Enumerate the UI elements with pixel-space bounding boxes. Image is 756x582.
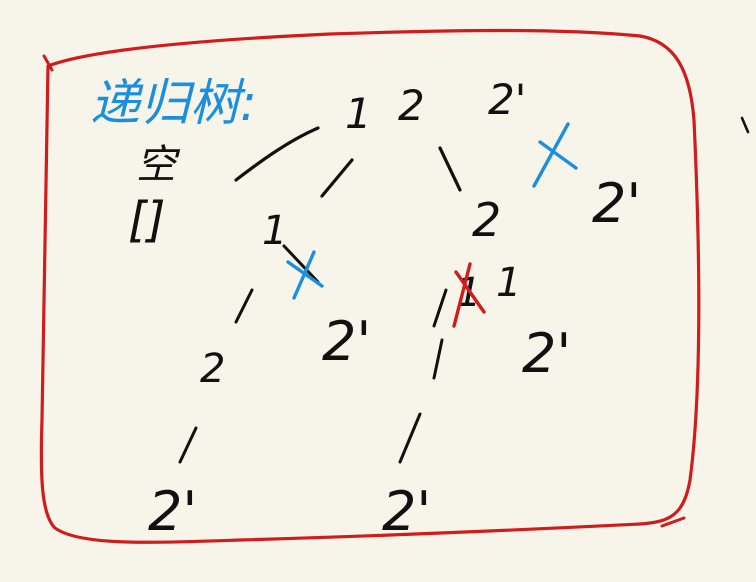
node-left-2: 2 bbox=[200, 346, 225, 392]
node-left-bottom-2prime: 2' bbox=[148, 480, 197, 543]
blue-cross-left bbox=[286, 250, 324, 300]
empty-list: [] bbox=[128, 192, 165, 248]
edge-mark-right bbox=[740, 116, 750, 134]
edge-right-to-1-mid bbox=[432, 338, 444, 380]
edge-right2-to-1 bbox=[432, 288, 448, 328]
node-right-1b: 1 bbox=[496, 260, 521, 306]
root-item-1: 1 bbox=[345, 89, 372, 138]
root-item-2: 2 bbox=[398, 81, 425, 130]
edge-root-to-left-1 bbox=[320, 158, 354, 198]
edge-left1-to-2prime bbox=[282, 244, 320, 284]
edge-left1-to-2 bbox=[234, 288, 254, 324]
frame-corner-tick-bottom-right bbox=[660, 516, 686, 528]
node-left-2prime: 2' bbox=[322, 310, 371, 373]
frame-corner-tick-top-left bbox=[42, 54, 54, 72]
title-text: 递归树: bbox=[90, 74, 257, 132]
blue-cross-top bbox=[532, 122, 578, 188]
node-right-bottom-2prime: 2' bbox=[382, 480, 431, 543]
edge-right-1-to-2prime bbox=[398, 412, 422, 464]
frame-border bbox=[39, 28, 701, 544]
edge-root-to-empty bbox=[234, 126, 320, 182]
node-right-2: 2 bbox=[472, 193, 501, 247]
empty-label: 空 bbox=[136, 142, 181, 188]
node-right-2prime: 2' bbox=[522, 322, 571, 385]
edge-root-to-right-2 bbox=[438, 146, 462, 192]
root-item-2-prime: 2' bbox=[488, 75, 526, 124]
edge-left2-to-2prime bbox=[178, 426, 198, 464]
node-top-right-2prime: 2' bbox=[592, 172, 641, 235]
red-cross-middle bbox=[452, 262, 486, 328]
